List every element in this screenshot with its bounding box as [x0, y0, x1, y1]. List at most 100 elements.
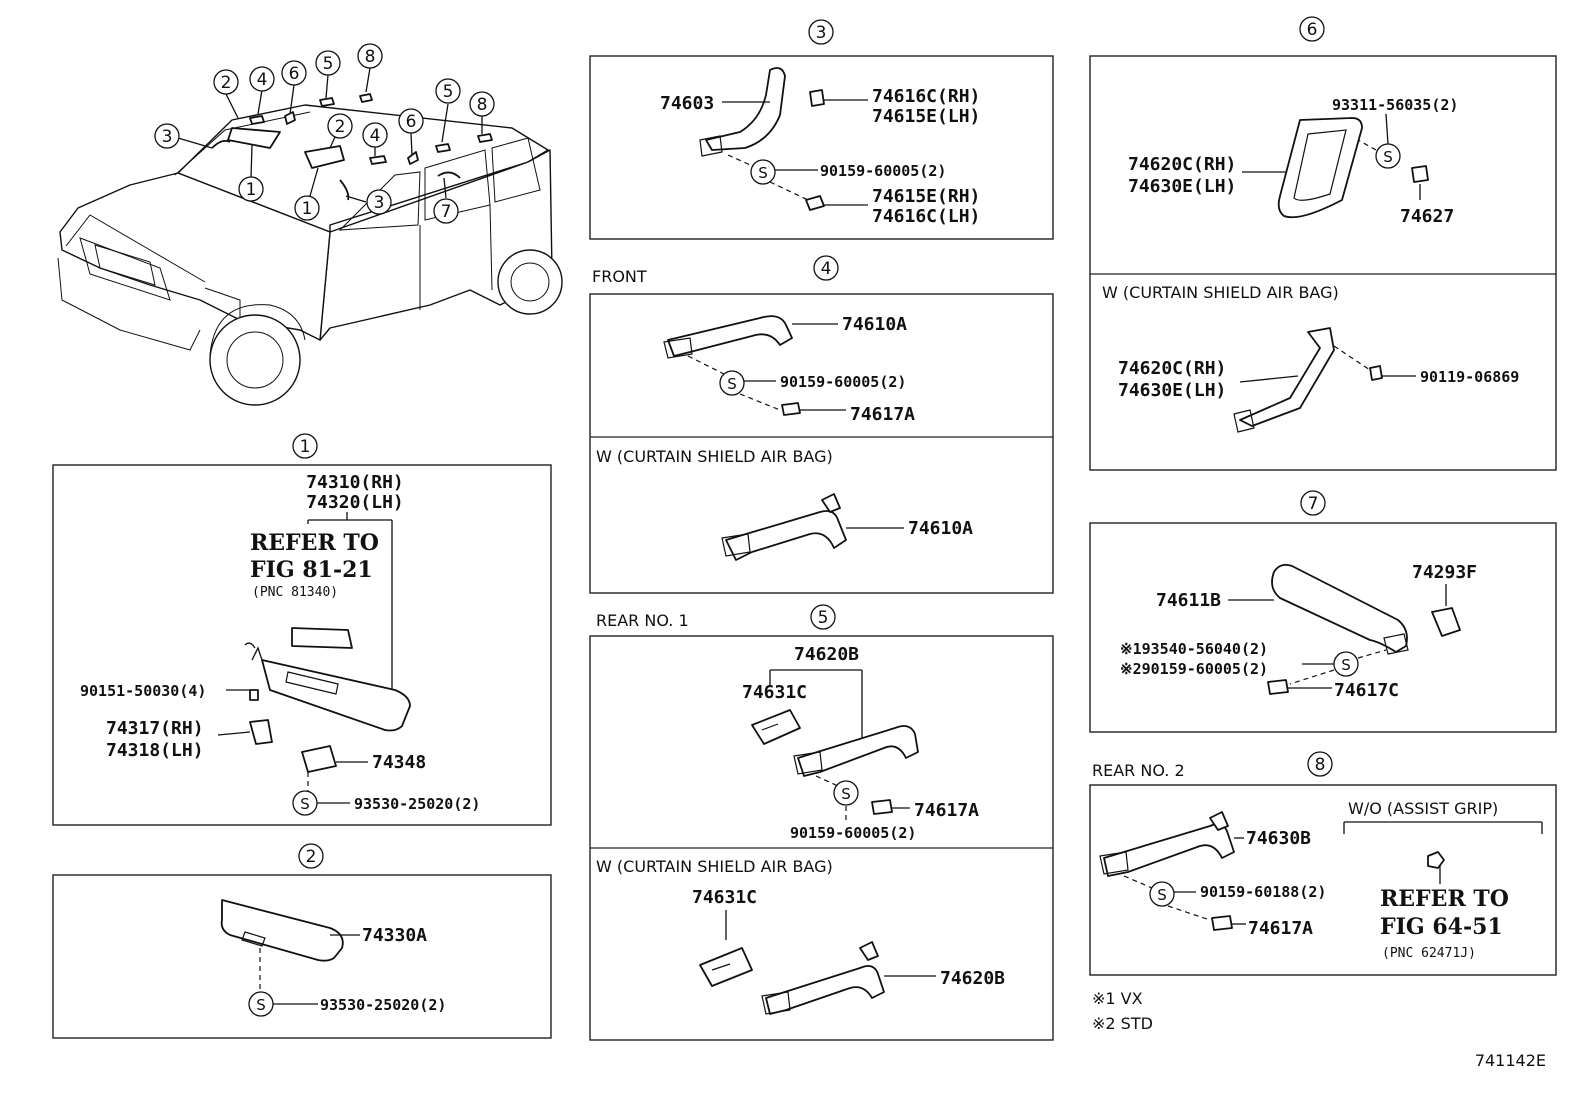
part-74310: 74310(RH)	[306, 472, 404, 493]
svg-text:8: 8	[477, 95, 488, 115]
svg-text:4: 4	[821, 259, 832, 279]
part-74616C-lh: 74616C(LH)	[872, 206, 980, 227]
section-4-variant: W (CURTAIN SHIELD AIR BAG)	[596, 447, 833, 466]
svg-text:3: 3	[162, 127, 173, 147]
section-1-sun-visor: 1 74310(RH) 74320(LH) REFER TO FIG 81-21…	[52, 433, 552, 826]
svg-text:S: S	[841, 785, 851, 803]
part-74610A: 74610A	[842, 314, 907, 335]
svg-text:S: S	[1341, 656, 1351, 674]
screw-symbol: S	[1149, 881, 1175, 907]
refer-to-text-b: REFER TO	[1380, 886, 1509, 912]
part-74620B: 74620B	[794, 644, 859, 665]
refer-fig-text-b: FIG 64-51	[1380, 914, 1503, 940]
section-8-label: REAR NO. 2	[1092, 761, 1185, 780]
part-74630E-lh-b: 74630E(LH)	[1118, 380, 1226, 401]
section-8-callout: 8	[1307, 751, 1333, 777]
svg-text:1: 1	[246, 180, 257, 200]
svg-text:3: 3	[374, 193, 385, 213]
section-4-front-grip: FRONT 4 74610A S 90159-60005(2) 74617A W…	[589, 255, 1054, 594]
car-callout-2b: 2	[327, 113, 353, 139]
part-74630E-lh: 74630E(LH)	[1128, 176, 1236, 197]
screw-symbol: S	[750, 159, 776, 185]
footnotes: ※1 VX ※2 STD	[1092, 989, 1153, 1033]
car-callout-4a: 4	[249, 66, 275, 92]
car-callout-4b: 4	[362, 122, 388, 148]
figure-id: 741142E	[1475, 1051, 1546, 1070]
svg-text:1: 1	[300, 437, 311, 457]
svg-text:8: 8	[1315, 755, 1326, 775]
section-6-callout: 6	[1299, 16, 1325, 42]
car-callout-1b: 1	[294, 195, 320, 221]
svg-text:2: 2	[306, 847, 317, 867]
part-74610A-b: 74610A	[908, 518, 973, 539]
svg-text:2: 2	[335, 117, 346, 137]
part-74293F: 74293F	[1412, 562, 1477, 583]
svg-text:4: 4	[370, 126, 381, 146]
part-74330A: 74330A	[362, 925, 427, 946]
section-7-callout: 7	[1300, 490, 1326, 516]
svg-text:2: 2	[221, 73, 232, 93]
svg-text:S: S	[1383, 148, 1393, 166]
svg-text:7: 7	[441, 202, 452, 222]
car-callout-1a: 1	[238, 176, 264, 202]
part-74317: 74317(RH)	[106, 718, 204, 739]
note-1: ※1 VX	[1092, 989, 1143, 1008]
svg-text:3: 3	[816, 23, 827, 43]
part-74615E-rh: 74615E(RH)	[872, 186, 980, 207]
svg-text:8: 8	[365, 47, 376, 67]
part-90159-60005: 90159-60005(2)	[820, 162, 946, 180]
part-93311-56035: 93311-56035(2)	[1332, 96, 1458, 114]
part-74616C-rh: 74616C(RH)	[872, 86, 980, 107]
screw-symbol: S	[1333, 651, 1359, 677]
section-1-callout: 1	[292, 433, 318, 459]
section-5-variant: W (CURTAIN SHIELD AIR BAG)	[596, 857, 833, 876]
car-callout-6a: 6	[281, 60, 307, 86]
part-74603: 74603	[660, 93, 714, 114]
svg-text:6: 6	[289, 64, 300, 84]
section-4-label: FRONT	[592, 267, 647, 286]
part-74611B: 74611B	[1156, 590, 1221, 611]
part-90159-60005-b: 90159-60005(2)	[780, 373, 906, 391]
svg-text:S: S	[727, 375, 737, 393]
section-6-pillar-grip: 6 93311-56035(2) S 74620C(RH) 74630E(LH)…	[1089, 16, 1557, 471]
svg-text:5: 5	[443, 82, 454, 102]
screw-symbol: S	[833, 780, 859, 806]
screw-symbol: S	[1375, 143, 1401, 169]
section-2-callout: 2	[298, 843, 324, 869]
refer-fig-text: FIG 81-21	[250, 557, 373, 583]
svg-text:5: 5	[323, 54, 334, 74]
part-74617A: 74617A	[850, 404, 915, 425]
part-74630B: 74630B	[1246, 828, 1311, 849]
note-2: ※2 STD	[1092, 1014, 1153, 1033]
part-74318: 74318(LH)	[106, 740, 204, 761]
svg-text:5: 5	[818, 608, 829, 628]
car-callout-5b: 5	[435, 78, 461, 104]
refer-to-text: REFER TO	[250, 530, 379, 556]
car-callout-8b: 8	[469, 91, 495, 117]
car-callout-7: 7	[433, 198, 459, 224]
section-6-variant: W (CURTAIN SHIELD AIR BAG)	[1102, 283, 1339, 302]
part-90119-06869: 90119-06869	[1420, 368, 1519, 386]
section-7-assist-grip: 7 74293F 74611B ※193540-56040(2) ※290159…	[1089, 490, 1557, 733]
pnc-text-b: (PNC 62471J)	[1382, 946, 1476, 961]
part-74627: 74627	[1400, 206, 1454, 227]
part-90151-50030: 90151-50030(4)	[80, 682, 206, 700]
section-5-rear-no1: REAR NO. 1 5 74620B 74631C S 74617A 9015…	[589, 604, 1054, 1041]
car-callout-8a: 8	[357, 43, 383, 69]
screw-symbol: S	[292, 790, 318, 816]
car-callout-5a: 5	[315, 50, 341, 76]
svg-text:6: 6	[406, 112, 417, 132]
car-callout-3a: 3	[154, 123, 180, 149]
part-90159-60188: 90159-60188(2)	[1200, 883, 1326, 901]
svg-text:S: S	[256, 996, 266, 1014]
part-93530-25020-b: 93530-25020(2)	[320, 996, 446, 1014]
part-74320: 74320(LH)	[306, 492, 404, 513]
part-74620C-rh: 74620C(RH)	[1128, 154, 1236, 175]
part-74617C: 74617C	[1334, 680, 1399, 701]
part-74348: 74348	[372, 752, 426, 773]
part-90159-60005-c: 90159-60005(2)	[790, 824, 916, 842]
screw-symbol: S	[719, 370, 745, 396]
car-callout-6b: 6	[398, 108, 424, 134]
part-90159-60005-d: ※290159-60005(2)	[1120, 660, 1268, 678]
